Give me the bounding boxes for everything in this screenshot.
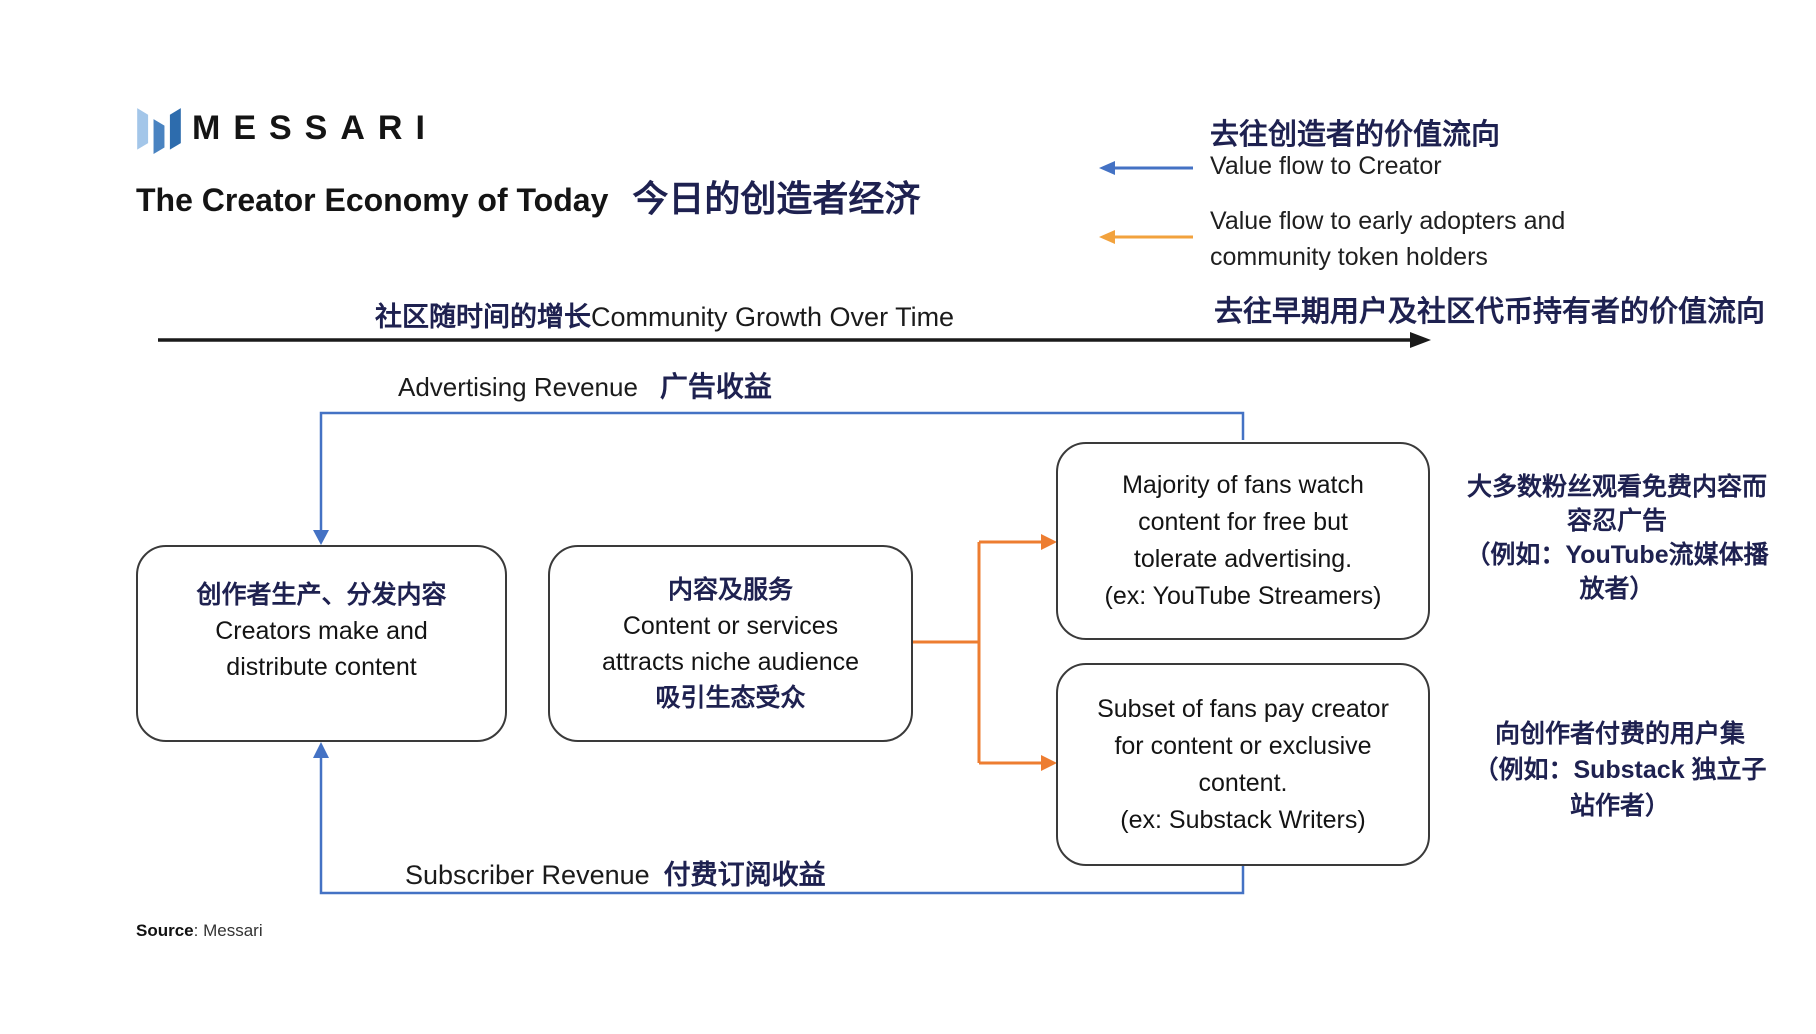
fans-pay-box-line3: content. xyxy=(1198,768,1288,797)
messari-logo-icon xyxy=(137,108,181,154)
content-services-box-line3: attracts niche audience xyxy=(601,647,860,676)
legend-blue-arrow xyxy=(1099,161,1193,175)
content-services-box-line4: 吸引生态受众 xyxy=(655,683,806,712)
legend-orange-arrow xyxy=(1099,230,1193,244)
fans-free-box-line1: Majority of fans watch xyxy=(1122,471,1364,499)
fans-free-annotation-line2: 容忍广告 xyxy=(1566,507,1667,535)
fans-pay-box-line2: for content or exclusive xyxy=(1114,731,1372,760)
fans-pay-annotation: 向创作者付费的用户集 （例如：Substack 独立子 站作者） xyxy=(1440,716,1800,824)
fans-free-annotation-line4: 放者） xyxy=(1579,575,1655,603)
fans-pay-annotation-line3: 站作者） xyxy=(1569,792,1670,820)
legend-early-en-line1: Value flow to early adopters and xyxy=(1210,207,1566,235)
advertising-revenue-label-zh: 广告收益 xyxy=(659,371,772,402)
growth-axis-label: 社区随时间的增长 Community Growth Over Time xyxy=(375,295,954,334)
creators-box-line1: 创作者生产、分发内容 xyxy=(196,580,447,609)
source-line: Source: Messari xyxy=(136,921,263,941)
content-services-box-line2: Content or services xyxy=(622,611,839,640)
page-title: The Creator Economy of Today 今日的创造者经济 xyxy=(136,170,920,222)
fans-free-box: Majority of fans watch content for free … xyxy=(1056,442,1430,640)
creators-box-line3: distribute content xyxy=(226,652,417,681)
source-label: Source xyxy=(136,921,194,940)
creators-box-line2: Creators make and xyxy=(215,616,428,645)
legend-early-en-line2: community token holders xyxy=(1210,243,1488,271)
fans-pay-box: Subset of fans pay creator for content o… xyxy=(1056,663,1430,866)
subscriber-revenue-label-en: Subscriber Revenue xyxy=(405,860,650,890)
fans-pay-box-line4: (ex: Substack Writers) xyxy=(1120,805,1366,834)
content-services-box: 内容及服务 Content or services attracts niche… xyxy=(548,545,913,742)
legend-early-zh: 去往早期用户及社区代币持有者的价值流向 xyxy=(1214,296,1766,328)
fans-free-annotation: 大多数粉丝观看免费内容而 容忍广告 （例如：YouTube流媒体播 放者） xyxy=(1438,470,1796,606)
fans-pay-box-line1: Subset of fans pay creator xyxy=(1097,694,1389,723)
fans-free-box-line3: tolerate advertising. xyxy=(1133,545,1353,573)
legend-creator-en: Value flow to Creator xyxy=(1210,152,1442,180)
fans-pay-annotation-line1: 向创作者付费的用户集 xyxy=(1494,720,1745,748)
growth-axis-arrow xyxy=(158,332,1431,348)
page-title-zh: 今日的创造者经济 xyxy=(632,178,921,219)
subscriber-revenue-label-zh: 付费订阅收益 xyxy=(663,860,826,890)
fans-free-annotation-line1: 大多数粉丝观看免费内容而 xyxy=(1466,473,1767,501)
legend-creator-zh: 去往创造者的价值流向 xyxy=(1210,119,1501,151)
fans-pay-annotation-line2: （例如：Substack 独立子 xyxy=(1473,756,1767,784)
fans-free-annotation-line3: （例如：YouTube流媒体播 xyxy=(1465,541,1769,569)
advertising-revenue-label: Advertising Revenue 广告收益 xyxy=(398,365,772,405)
advertising-revenue-label-en: Advertising Revenue xyxy=(398,372,638,402)
messari-logo-text: MESSARI xyxy=(192,109,438,147)
fans-free-box-line2: content for free but xyxy=(1138,508,1348,536)
page-title-en: The Creator Economy of Today xyxy=(136,182,609,218)
growth-axis-label-en: Community Growth Over Time xyxy=(591,302,955,332)
growth-axis-label-zh: 社区随时间的增长 xyxy=(375,302,591,332)
source-value: : Messari xyxy=(193,921,263,940)
content-services-box-line1: 内容及服务 xyxy=(667,575,793,604)
audience-connector-line xyxy=(913,534,1057,771)
subscriber-revenue-label: Subscriber Revenue 付费订阅收益 xyxy=(405,853,826,892)
fans-free-box-line4: (ex: YouTube Streamers) xyxy=(1104,582,1382,610)
creators-box: 创作者生产、分发内容 Creators make and distribute … xyxy=(136,545,507,742)
